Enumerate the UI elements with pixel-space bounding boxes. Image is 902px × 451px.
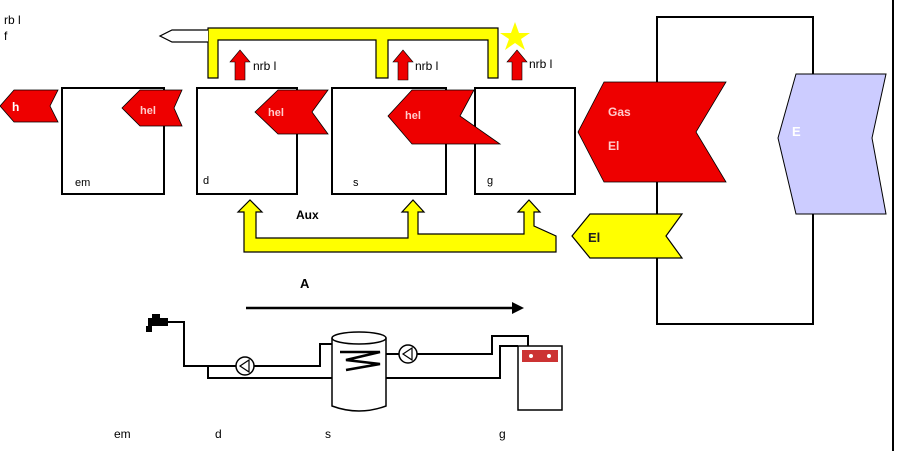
bottom-g-label: g <box>499 427 506 441</box>
plumbing-schematic <box>168 321 529 379</box>
faucet-icon <box>146 314 168 332</box>
bottom-d-label: d <box>215 427 222 441</box>
aux-label: Aux <box>296 208 319 222</box>
arrow-hel-1-label: hel <box>140 105 156 117</box>
box-d-label: d <box>203 175 209 187</box>
nrbl-label-3: nrb l <box>529 57 552 71</box>
arrow-gas-el <box>577 81 727 183</box>
boiler-icon <box>517 345 563 411</box>
box-em-label: em <box>75 177 90 189</box>
arrow-hel-1 <box>121 89 183 127</box>
bottom-em-label: em <box>114 427 131 441</box>
pump-icon-1 <box>235 356 255 376</box>
arrow-hel-2 <box>254 89 329 135</box>
box-em <box>61 87 165 195</box>
a-arrowhead <box>512 302 524 314</box>
nrbl-label-1: nrb l <box>253 59 276 73</box>
pump-icon-2 <box>398 344 418 364</box>
arrow-h <box>0 89 59 123</box>
arrow-hel-3 <box>387 89 502 145</box>
top-recovery-channel <box>207 27 499 79</box>
arrow-el-yellow <box>571 213 684 259</box>
el-yellow-label: El <box>588 230 600 245</box>
arrow-e <box>777 73 887 215</box>
gas-label: Gas <box>608 105 631 119</box>
star-icon <box>500 22 530 50</box>
bottom-s-label: s <box>325 427 331 441</box>
arrow-h-label: h <box>12 100 19 114</box>
box-s-label: s <box>353 177 359 189</box>
arrow-hel-2-label: hel <box>268 107 284 119</box>
a-label: A <box>300 276 310 291</box>
top-left-label-2: f <box>4 29 8 43</box>
box-g-label: g <box>487 175 493 187</box>
nrbl-arrow-1 <box>229 49 251 81</box>
aux-channel <box>236 199 557 253</box>
nrbl-arrow-3 <box>506 49 528 81</box>
box-d <box>196 87 298 195</box>
arrow-hel-3-label: hel <box>405 110 421 122</box>
outlet-arrow <box>158 29 208 43</box>
storage-tank-icon <box>331 331 387 412</box>
el-red-label: El <box>608 139 619 153</box>
nrbl-label-2: nrb l <box>415 59 438 73</box>
e-label: E <box>792 124 801 139</box>
top-left-label-1: rb l <box>4 13 21 27</box>
nrbl-arrow-2 <box>392 49 414 81</box>
